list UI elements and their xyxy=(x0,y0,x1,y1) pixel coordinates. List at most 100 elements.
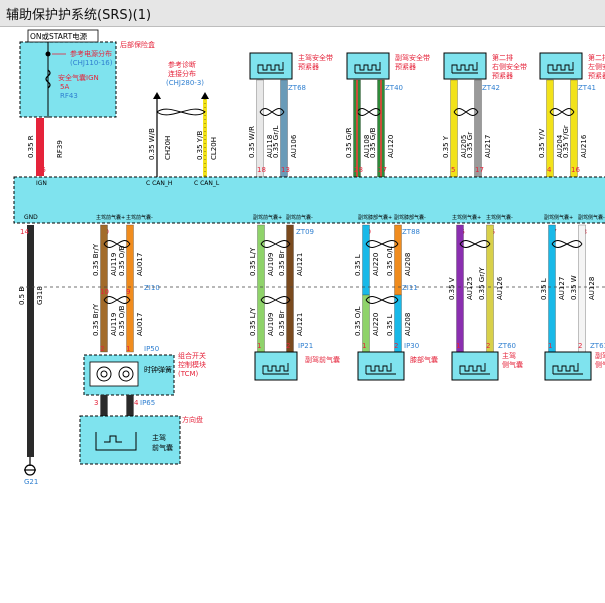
power-wire xyxy=(36,118,44,176)
fuse-icon xyxy=(45,69,51,89)
wire-spec: 0.35 L xyxy=(386,314,394,336)
tcm-note: 组合开关 xyxy=(178,351,206,360)
wire-spec: 0.35 G/B xyxy=(369,127,377,158)
module-connector: ZT42 xyxy=(482,84,500,92)
wire-code: AU119 xyxy=(110,253,118,276)
wire-spec: 0.35 L xyxy=(354,254,362,276)
ground-code: G318 xyxy=(36,286,44,305)
wire-code: AU118 xyxy=(266,135,274,158)
twisted-pair-icon xyxy=(551,240,583,248)
wire-spec: 0.35 Gr/L xyxy=(272,126,280,158)
wire-code: AU208 xyxy=(404,253,412,276)
module-connector: ZT68 xyxy=(288,84,306,92)
module-name-2: 左侧安全 xyxy=(588,62,605,71)
ecu-gnd-label: GND xyxy=(24,214,38,221)
ecu-pin-label: 副驾前气囊- xyxy=(286,214,313,221)
wire-spec: 0.35 O/B xyxy=(118,245,126,276)
diag-h-spec: 0.35 W/B xyxy=(148,128,156,160)
power-ref-label: 参考电源分布 xyxy=(70,49,112,58)
wire-spec: 0.35 Y/Gr xyxy=(562,125,570,158)
steering-label: 方向盘 xyxy=(182,415,203,424)
side-bag-name-2: 侧气囊 xyxy=(502,360,523,369)
connector: ZT61 xyxy=(590,342,605,350)
pin: 1 xyxy=(362,342,366,350)
ground-pin: 14 xyxy=(20,228,29,236)
fuse-rating: 5A xyxy=(60,83,69,91)
ecu-pin: 28 xyxy=(354,166,363,174)
module-wire xyxy=(280,79,288,178)
wire-spec: 0.35 O/L xyxy=(386,246,394,276)
twisted-pair-icon xyxy=(260,240,291,248)
twisted-pair-icon xyxy=(356,108,382,116)
pin: 2 xyxy=(486,342,490,350)
driver-bag-wire xyxy=(100,224,108,353)
pin: 1 xyxy=(548,342,552,350)
power-box-label: ON或START电源 xyxy=(30,31,88,41)
wire-code: AU125 xyxy=(466,277,474,300)
driver-bag-wire xyxy=(126,394,134,417)
connector: IP65 xyxy=(140,399,155,407)
module-wire xyxy=(570,79,578,178)
connector: ZT88 xyxy=(402,228,420,236)
ground-spec: 0.5 B xyxy=(18,287,26,305)
ecu-pin-label: 副驾膝部气囊- xyxy=(394,214,426,221)
ecu-pin-label: 副驾膝部气囊+ xyxy=(358,214,392,221)
pin: 1 xyxy=(257,342,261,350)
diag-label-1: 参考诊断 xyxy=(168,60,196,69)
coil-icon xyxy=(96,366,112,382)
connector: ZI11 xyxy=(402,284,418,292)
can-twist xyxy=(156,108,206,116)
twisted-pair-icon xyxy=(453,108,479,116)
connector: IP30 xyxy=(404,342,419,350)
wire-code: AU204 xyxy=(556,134,564,158)
diag-l-code: CL20H xyxy=(210,137,218,160)
wire-spec: 0.35 Gr/Y xyxy=(478,267,486,300)
squib-icon xyxy=(257,62,284,74)
wire-code: AU109 xyxy=(267,253,275,276)
wire-code: AU205 xyxy=(460,135,468,158)
ecu-pin: 13 xyxy=(281,166,290,174)
pin: 9 xyxy=(126,288,130,296)
diag-code: (CHJ280-3) xyxy=(166,79,204,87)
side-bag-module xyxy=(451,351,499,381)
wire-code: AU106 xyxy=(290,134,298,158)
driver-bag-wire xyxy=(126,224,134,353)
ecu-pin: 18 xyxy=(257,166,266,174)
wire-spec: 0.35 Y xyxy=(442,135,450,158)
module-name-2: 右侧安全带 xyxy=(492,62,527,71)
wire-spec: 0.35 O/L xyxy=(354,306,362,336)
ground-symbol-icon xyxy=(24,457,36,476)
ecu-pin-label: 主驾侧气囊- xyxy=(486,214,513,221)
steering-wheel-box xyxy=(79,415,181,465)
squib-icon xyxy=(262,363,289,375)
knee-bag-wire xyxy=(362,224,370,296)
wire-spec: 0.35 Br xyxy=(278,310,286,336)
wire-spec: 0.35 Br/Y xyxy=(92,303,100,336)
connector: ZT09 xyxy=(296,228,314,236)
pin: 4 xyxy=(134,399,139,407)
wire-spec: 0.35 G/R xyxy=(345,127,353,158)
tcm-note-3: (TCM) xyxy=(178,370,199,378)
ecu-pin-label: 副驾侧气囊- xyxy=(578,214,605,221)
wire-code: AU126 xyxy=(496,276,504,300)
driver-bag-name-2: 前气囊 xyxy=(152,443,173,452)
clock-spring-name: 时钟弹簧 xyxy=(144,365,172,374)
module-wire xyxy=(546,79,554,178)
wire-spec: 0.35 Br xyxy=(278,250,286,276)
pin: 1 xyxy=(456,342,460,350)
squib-icon xyxy=(459,363,490,375)
wire-spec: 0.35 W xyxy=(570,275,578,300)
wire-code: AU128 xyxy=(588,277,596,300)
tcm-note-2: 控制模块 xyxy=(178,360,206,369)
ecu-pin-label: 主驾前气囊+ xyxy=(96,214,125,221)
ecu-ign-label: IGN xyxy=(36,180,47,187)
driver-bag-name: 主驾 xyxy=(152,433,166,442)
wire-code: AU220 xyxy=(372,313,380,336)
module-name: 副驾安全带 xyxy=(395,53,430,62)
ecu-can-l-label: C CAN_L xyxy=(194,180,220,187)
title-bar: 辅助保护护系统(SRS)(1) xyxy=(0,0,605,27)
twisted-pair-icon xyxy=(259,108,285,116)
wire-code: AU017 xyxy=(136,253,144,276)
wire-spec: 0.35 L xyxy=(540,278,548,300)
